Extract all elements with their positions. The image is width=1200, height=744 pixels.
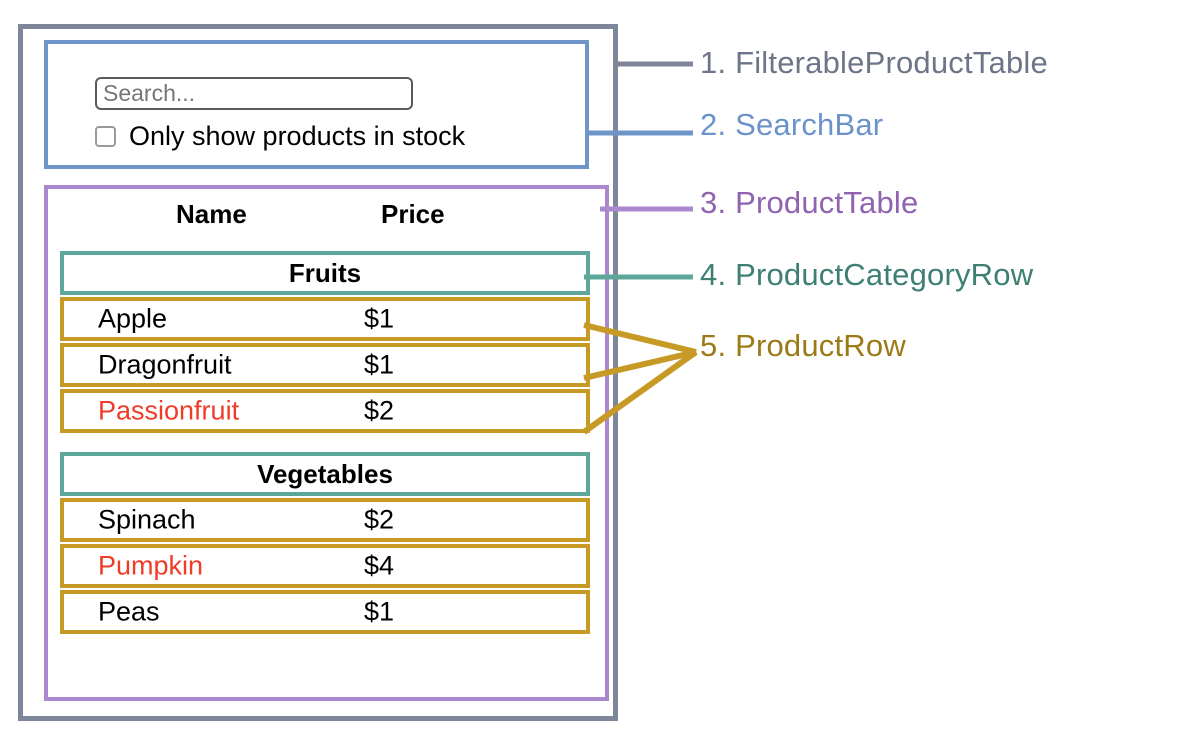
- legend-item-product-row: 5. ProductRow: [700, 328, 906, 363]
- product-price: $1: [364, 303, 395, 334]
- product-price: $2: [364, 504, 395, 535]
- product-row[interactable]: Passionfruit $2: [60, 389, 590, 433]
- legend-item-product-table: 3. ProductTable: [700, 185, 919, 220]
- product-table-box: Name Price Fruits Apple $1 Dragonfruit $…: [44, 185, 609, 701]
- product-price: $1: [364, 596, 395, 627]
- product-category-label: Fruits: [288, 257, 362, 288]
- legend-item-search-bar: 2. SearchBar: [700, 107, 884, 142]
- product-name: Passionfruit: [98, 395, 240, 426]
- column-header-price: Price: [381, 199, 445, 229]
- product-row[interactable]: Spinach $2: [60, 498, 590, 542]
- stock-filter-label: Only show products in stock: [129, 121, 466, 151]
- product-category-row: Vegetables: [60, 452, 590, 496]
- product-row[interactable]: Dragonfruit $1: [60, 343, 590, 387]
- product-row[interactable]: Pumpkin $4: [60, 544, 590, 588]
- stock-filter-row[interactable]: Only show products in stock: [95, 123, 465, 150]
- product-price: $1: [364, 349, 395, 380]
- product-name: Apple: [98, 303, 168, 334]
- product-price: $2: [364, 395, 395, 426]
- stock-filter-checkbox[interactable]: [95, 126, 116, 147]
- product-name: Pumpkin: [98, 550, 204, 581]
- legend-item-filterable-product-table: 1. FilterableProductTable: [700, 45, 1048, 80]
- product-price: $4: [364, 550, 395, 581]
- legend-item-product-category-row: 4. ProductCategoryRow: [700, 257, 1034, 292]
- search-input[interactable]: [95, 77, 413, 110]
- column-header-name: Name: [176, 199, 247, 229]
- product-table-rows: Fruits Apple $1 Dragonfruit $1 Passionfr…: [60, 251, 590, 636]
- product-category-label: Vegetables: [257, 458, 393, 489]
- product-row[interactable]: Apple $1: [60, 297, 590, 341]
- product-table-header: Name Price: [48, 199, 605, 239]
- search-bar-box: Only show products in stock: [44, 40, 589, 169]
- product-name: Peas: [98, 596, 160, 627]
- product-category-row: Fruits: [60, 251, 590, 295]
- product-row[interactable]: Peas $1: [60, 590, 590, 634]
- row-group-spacer: [60, 435, 590, 452]
- product-name: Spinach: [98, 504, 196, 535]
- product-name: Dragonfruit: [98, 349, 232, 380]
